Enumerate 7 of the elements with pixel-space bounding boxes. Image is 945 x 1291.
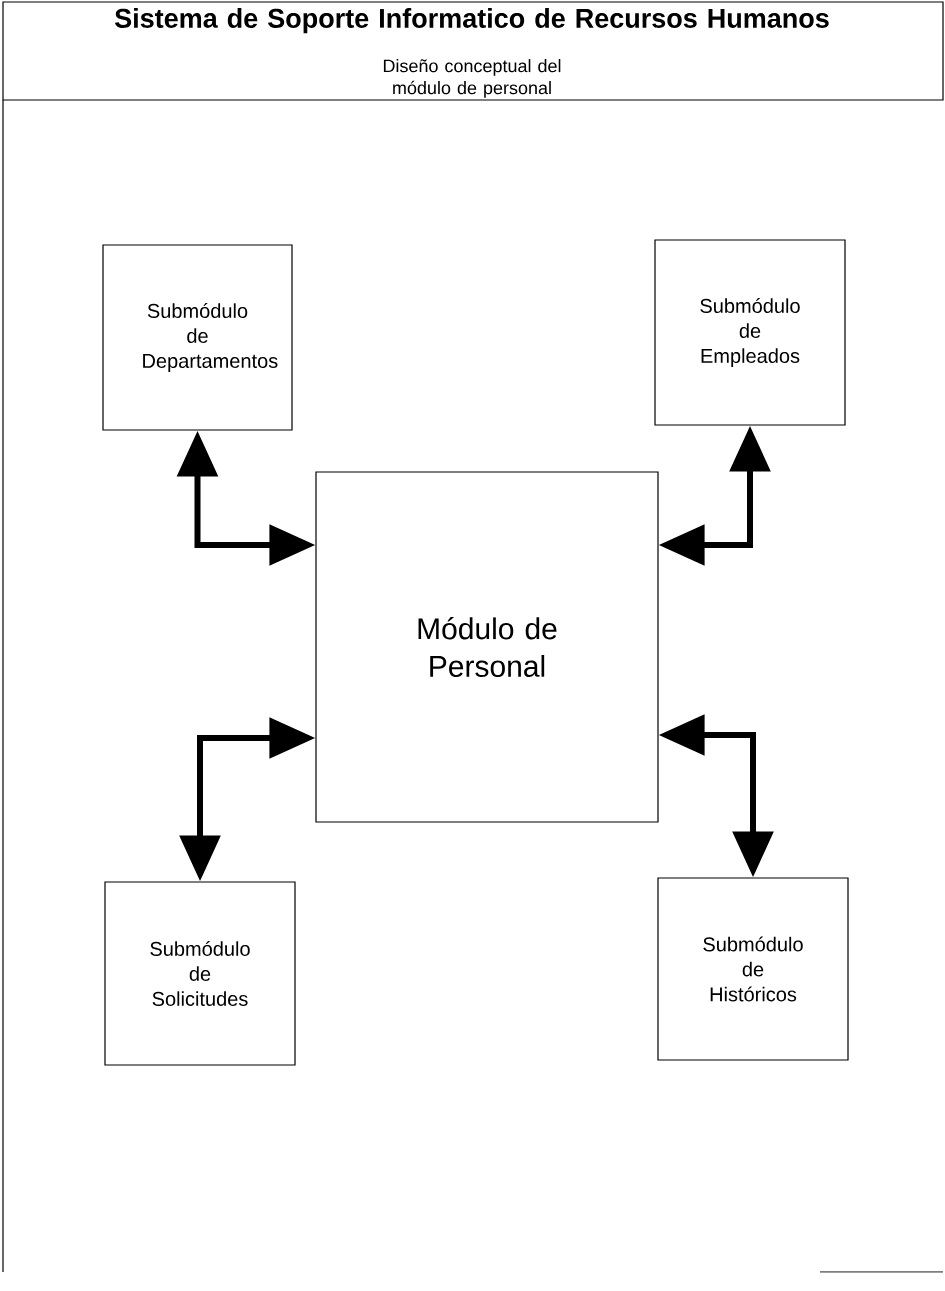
submodule-box: Submódulo de Empleados <box>654 239 846 426</box>
submodule-box: Submódulo de Solicitudes <box>104 881 296 1066</box>
submodule-box: Submódulo de Departamentos <box>102 244 293 431</box>
submodule-box: Submódulo de Históricos <box>657 877 849 1061</box>
module-box: Módulo de Personal <box>315 471 659 823</box>
subtitle: Diseño conceptual del módulo de personal <box>383 59 561 98</box>
title: Sistema de Soporte Informatico de Recursos Humanos <box>114 8 829 34</box>
